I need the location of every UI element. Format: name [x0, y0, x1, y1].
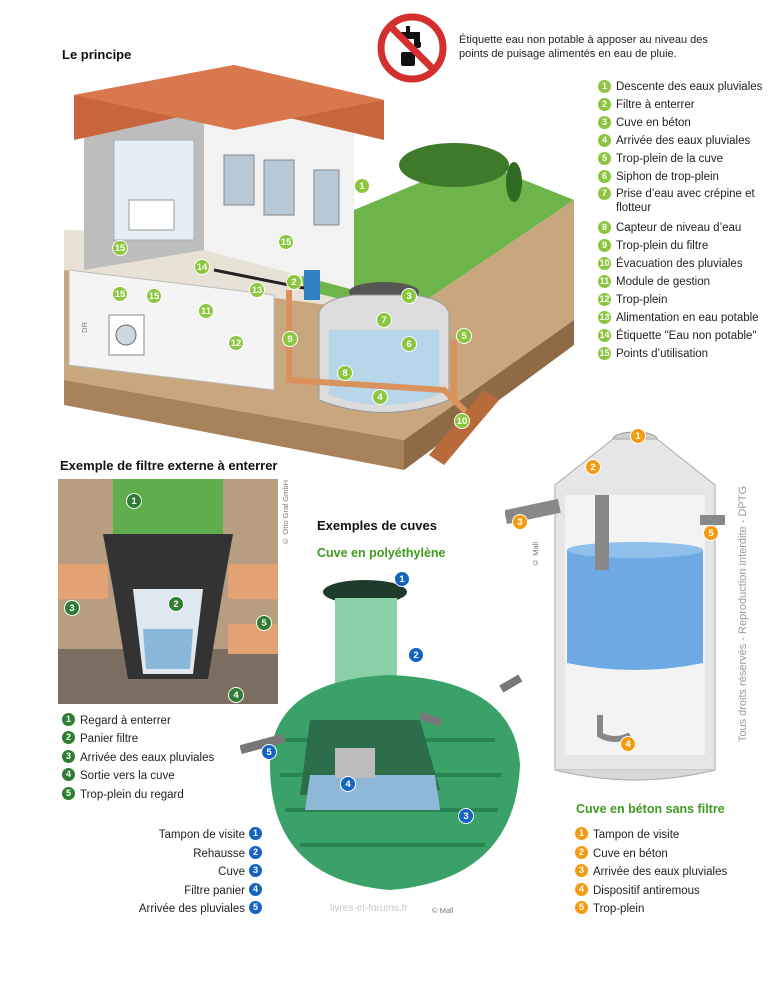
marker-8: 8: [337, 365, 353, 381]
marker-15a: 15: [112, 240, 128, 256]
concrete-marker-2: 2: [585, 459, 601, 475]
filter-photo: 1 2 3 4 5: [58, 479, 278, 704]
marker-9: 9: [282, 331, 298, 347]
watermark: livres-et-forums.fr: [330, 903, 408, 914]
principle-title: Le principe: [62, 47, 132, 62]
concrete-marker-5: 5: [703, 525, 719, 541]
filter-title: Exemple de filtre externe à enterrer: [60, 458, 278, 473]
marker-15d: 15: [146, 288, 162, 304]
house-illustration: 1 2 3 4 5 6 7 8 9 10 11 12 13 14 15 15 1…: [54, 60, 594, 470]
marker-14: 14: [194, 259, 210, 275]
poly-marker-1: 1: [394, 571, 410, 587]
filter-marker-5: 5: [256, 615, 272, 631]
marker-12: 12: [228, 335, 244, 351]
marker-1: 1: [354, 178, 370, 194]
concrete-marker-3: 3: [512, 514, 528, 530]
marker-6: 6: [401, 336, 417, 352]
marker-10: 10: [454, 413, 470, 429]
poly-marker-3: 3: [458, 808, 474, 824]
concrete-tank-title: Cuve en béton sans filtre: [576, 802, 725, 816]
filter-marker-2: 2: [168, 596, 184, 612]
marker-5: 5: [456, 328, 472, 344]
no-drinking-water-sign: [376, 12, 448, 84]
poly-marker-4: 4: [340, 776, 356, 792]
poly-tank-illustration: 1 2 3 4 5: [239, 570, 540, 910]
tanks-title: Exemples de cuves: [317, 518, 437, 533]
marker-13: 13: [249, 282, 265, 298]
poly-tank-title: Cuve en polyéthylène: [317, 546, 446, 560]
poly-marker-2: 2: [408, 647, 424, 663]
warning-note: Étiquette eau non potable à apposer au n…: [459, 34, 708, 60]
concrete-credit: © Mall: [531, 542, 540, 567]
concrete-tank-illustration: 1 2 3 4 5: [504, 425, 735, 790]
principle-credit: DR: [80, 322, 89, 333]
concrete-marker-1: 1: [630, 428, 646, 444]
marker-15c: 15: [112, 286, 128, 302]
poly-marker-5: 5: [261, 744, 277, 760]
filter-marker-4: 4: [228, 687, 244, 703]
filter-marker-1: 1: [126, 493, 142, 509]
filter-credit: © Otto Graf GmbH: [281, 480, 290, 546]
marker-2: 2: [286, 274, 302, 290]
marker-7: 7: [376, 312, 392, 328]
concrete-marker-4: 4: [620, 736, 636, 752]
marker-15b: 15: [278, 234, 294, 250]
poly-credit: © Mall: [432, 906, 454, 915]
marker-11: 11: [198, 303, 214, 319]
rights-notice: Tous droits réservés - Reproduction inte…: [737, 486, 749, 743]
marker-4: 4: [372, 389, 388, 405]
filter-marker-3: 3: [64, 600, 80, 616]
marker-3: 3: [401, 288, 417, 304]
